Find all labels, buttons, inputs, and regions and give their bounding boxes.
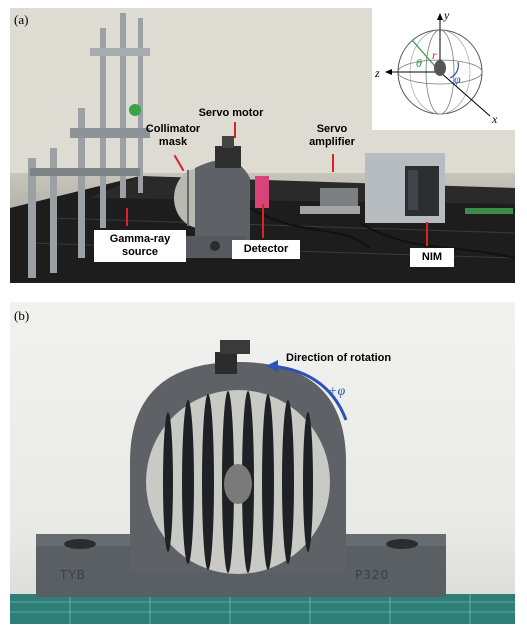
panel-a-photo: (a) y z x θ r φ Collimator mask	[10, 8, 515, 283]
inset-r: r	[432, 48, 437, 62]
mask-photo-illustration	[10, 340, 515, 624]
panel-b-label: (b)	[14, 308, 30, 323]
label-servo-amplifier: Servo amplifier	[309, 123, 355, 148]
inset-phi: φ	[454, 72, 461, 86]
label-detector: Detector	[232, 240, 300, 259]
arrow-gamma-ray-source	[126, 208, 128, 226]
direction-of-rotation-label: Direction of rotation	[286, 352, 392, 364]
arrow-detector	[262, 204, 264, 238]
base-left-engraving: TYB	[60, 568, 86, 582]
label-collimator-mask: Collimator mask	[145, 123, 201, 148]
inset-axis-y: y	[444, 8, 450, 22]
label-nim: NIM	[410, 248, 454, 267]
inset-axis-x: x	[492, 112, 498, 126]
panel-a-label: (a)	[14, 12, 29, 27]
base-right-engraving: P320	[355, 568, 390, 582]
arrow-nim	[426, 222, 428, 246]
plus-phi-label: +φ	[328, 384, 346, 399]
inset-theta: θ	[416, 56, 422, 70]
inset-axis-z: z	[375, 66, 380, 80]
spherical-coordinate-diagram	[385, 13, 491, 117]
label-gamma-ray-source: Gamma-ray source	[94, 230, 186, 262]
label-servo-motor: Servo motor	[198, 107, 264, 119]
coordinate-inset: y z x θ r φ	[372, 8, 515, 130]
arrow-servo-amplifier	[332, 154, 334, 172]
panel-b-photo: (b) Direction of rotation +φ TYB P320	[10, 302, 515, 624]
arrow-servo-motor	[234, 122, 236, 138]
